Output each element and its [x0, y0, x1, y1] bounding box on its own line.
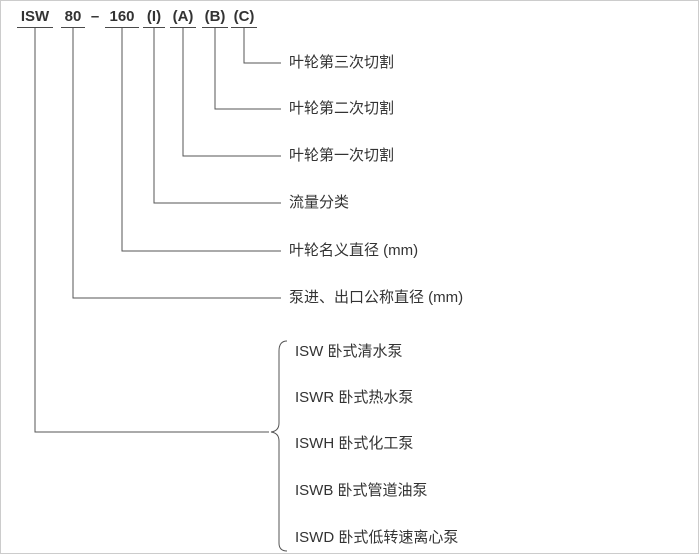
pump-type-isw: ISW 卧式清水泵: [295, 343, 403, 360]
model-code-inlet-outlet-diameter: 80: [61, 7, 85, 28]
model-code-series: ISW: [17, 7, 53, 28]
model-code-dash: –: [90, 8, 100, 25]
pump-type-iswr: ISWR 卧式热水泵: [295, 389, 414, 406]
callout-label-first-cut: 叶轮第一次切割: [289, 147, 395, 164]
connector-line-cut-b: [214, 28, 281, 110]
connector-line-inlet-outlet: [72, 28, 281, 299]
callout-label-inlet-outlet: 泵进、出口公称直径 (mm): [289, 289, 464, 306]
pump-type-iswh: ISWH 卧式化工泵: [295, 435, 414, 452]
callout-label-impeller-diameter: 叶轮名义直径 (mm): [289, 242, 419, 259]
model-code-impeller-diameter: 160: [105, 7, 139, 28]
connector-line-series: [34, 28, 269, 433]
pump-type-iswd: ISWD 卧式低转速离心泵: [295, 529, 459, 546]
connector-line-cut-c: [243, 28, 281, 64]
model-code-cut-a: (A): [170, 7, 196, 28]
callout-label-second-cut: 叶轮第二次切割: [289, 100, 395, 117]
connector-line-cut-a: [182, 28, 281, 157]
brace: [270, 340, 288, 552]
connector-line-flow-class: [153, 28, 281, 204]
model-code-cut-c: (C): [231, 7, 257, 28]
callout-label-third-cut: 叶轮第三次切割: [289, 54, 395, 71]
pump-type-iswb: ISWB 卧式管道油泵: [295, 482, 428, 499]
model-code-cut-b: (B): [202, 7, 228, 28]
model-code-flow-class: (I): [143, 7, 165, 28]
connector-line-impeller-diameter: [121, 28, 281, 252]
callout-label-flow-class: 流量分类: [289, 194, 350, 211]
